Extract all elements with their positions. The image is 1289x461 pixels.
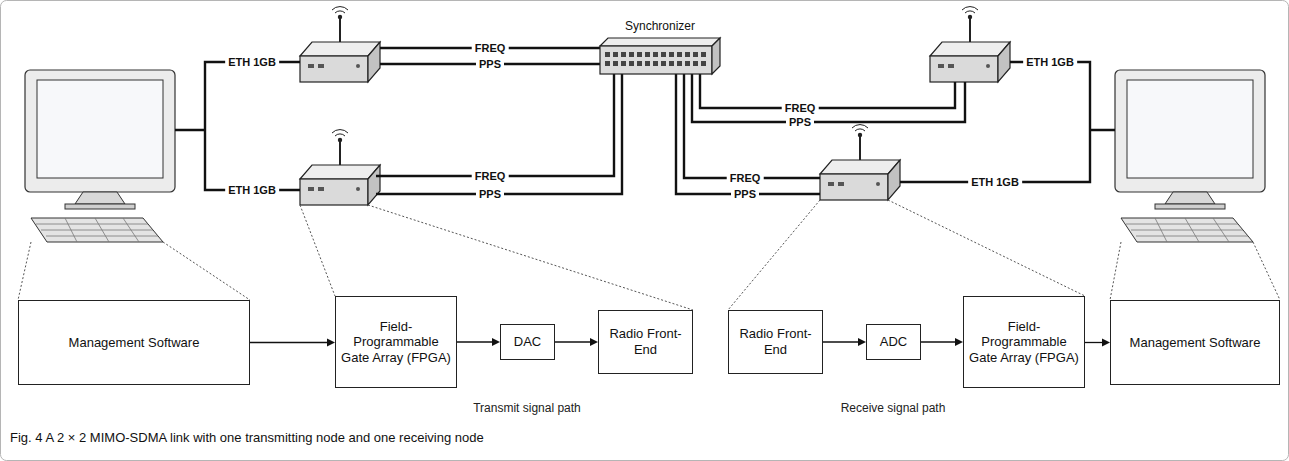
dac-box: DAC [500,324,555,360]
path-label: Receive signal path [841,401,946,415]
signal-name: FREQ [472,170,509,182]
arrow-head [327,339,335,347]
signal-arrow [457,338,500,346]
pps-wire [676,74,820,194]
path-label: Transmit signal path [473,401,581,415]
link-label: ETH 1GB [1023,56,1077,68]
signal-arrow [921,338,963,346]
box-text: Radio Front-End [733,326,818,357]
ethernet-cable [175,62,300,190]
signal-arrow [555,338,598,346]
zoom-lines [18,200,1280,310]
pps-wire [692,74,965,122]
zoom-line [1110,242,1280,300]
software-box: Management Software [1110,300,1280,385]
device-name: Synchronizer [592,18,728,34]
freq-wire [684,74,820,178]
box-text: Field-Programmable Gate Array (FPGA) [340,319,452,366]
arrow-head [1102,339,1110,347]
link-label: ETH 1GB [968,176,1022,188]
signal-name: PPS [476,58,504,70]
software-box: Management Software [18,300,250,385]
arrow-line [921,341,956,342]
pps-wire [376,74,622,194]
switch-part [600,38,720,46]
box-text: DAC [505,334,550,350]
box-text: Management Software [1115,335,1275,351]
front-end-box: Radio Front-End [598,310,693,374]
box-text: ADC [871,334,916,350]
link-label: ETH 1GB [225,56,279,68]
freq-wire [376,74,614,176]
zoom-line [18,242,250,300]
box-text: Management Software [23,335,245,351]
signal-arrow [250,339,335,347]
box-text: Radio Front-End [603,326,688,357]
signal-name: PPS [476,188,504,200]
radio-device [930,7,1010,82]
arrow-line [823,341,859,342]
synchronizer-device: Synchronizer [592,18,728,76]
radio-device [300,7,380,82]
arrow-line [457,341,493,342]
computer-right [1115,70,1265,242]
signal-name: PPS [731,188,759,200]
arrow-line [555,341,591,342]
figure-caption: Fig. 4 A 2 × 2 MIMO-SDMA link with one t… [10,430,484,446]
adc-box: ADC [866,324,921,360]
signal-name: FREQ [782,102,819,114]
front-end-box: Radio Front-End [728,310,823,374]
arrow-head [590,338,598,346]
radio-device [300,130,380,205]
signal-name: PPS [786,116,814,128]
freq-wire [700,74,955,108]
arrow-line [1085,342,1103,343]
box-text: Field-Programmable Gate Array (FPGA) [968,319,1080,366]
link-label: ETH 1GB [225,184,279,196]
arrow-head [858,338,866,346]
zoom-line [300,205,693,310]
signal-arrow [1085,339,1110,347]
switch-part [600,46,712,74]
arrow-head [955,338,963,346]
radio-device [820,125,900,200]
switch-part [604,51,708,69]
signal-name: FREQ [472,42,509,54]
zoom-line [728,200,1085,310]
computer-left [25,70,175,242]
fpga-box: Field-Programmable Gate Array (FPGA) [963,296,1085,388]
switch-part [712,38,720,74]
fpga-box: Field-Programmable Gate Array (FPGA) [335,296,457,388]
signal-name: FREQ [727,172,764,184]
arrow-line [250,342,328,343]
arrow-head [492,338,500,346]
signal-arrow [823,338,866,346]
